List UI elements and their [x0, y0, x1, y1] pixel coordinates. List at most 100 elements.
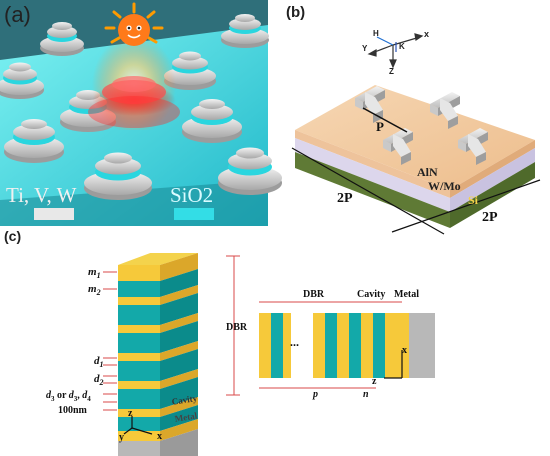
panel-a [0, 0, 282, 226]
column-layer-front [118, 325, 160, 333]
si-side-right [450, 162, 535, 228]
cross-layer [373, 313, 385, 378]
axis-z-label: Z [389, 67, 394, 76]
cross-dbr-label: DBR [303, 289, 325, 300]
cross-x-label: x [402, 345, 407, 356]
cross-layer [291, 313, 313, 378]
axis-y-column: y [119, 432, 124, 443]
label-m2: m2 [88, 283, 101, 298]
cross-layer [259, 313, 271, 378]
cross-layer [283, 313, 291, 378]
panel-label-c: (c) [4, 228, 22, 244]
column-layer-front [118, 281, 160, 297]
label-d2: d2 [94, 373, 104, 388]
column-layer-front [118, 441, 160, 456]
dim-line-right [391, 179, 541, 233]
cross-ellipsis: ... [290, 335, 299, 349]
axes-triad [367, 33, 424, 69]
column-layer-side [160, 269, 198, 297]
label-m1: m1 [88, 266, 101, 281]
disc-stack [40, 22, 84, 56]
column-layer-front [118, 409, 160, 417]
disc-stack [84, 152, 152, 200]
legend-metal-swatch [34, 208, 74, 220]
axis-h-label: H [373, 29, 379, 38]
t-resonator [430, 92, 460, 129]
label-d3-d4: d3 or d3, d4 [46, 390, 91, 403]
axis-y-label: Y [362, 44, 368, 53]
column-layer-front [118, 333, 160, 353]
column-layer-side [160, 377, 198, 409]
disc-stack [218, 147, 282, 195]
wmo-side-right [450, 148, 535, 212]
column-layer-front [118, 417, 160, 431]
legend-sio2-swatch [174, 208, 214, 220]
panel-b [291, 33, 541, 235]
cross-layer [349, 313, 361, 378]
triad-x [131, 427, 153, 435]
disc-stack [0, 62, 44, 99]
axis-k-label: K [399, 42, 405, 51]
column-layer-front [118, 381, 160, 389]
axis-x-column: x [157, 431, 162, 442]
period-label: P [376, 119, 384, 134]
column-layer-side [160, 313, 198, 333]
dim-right-label: 2P [482, 210, 498, 225]
cross-layer [337, 313, 349, 378]
dim-line-left [291, 147, 445, 235]
cross-metal-label: Metal [394, 289, 419, 300]
cross-n-label: n [363, 389, 369, 400]
column-layer-side [160, 341, 198, 361]
disc-stack [182, 99, 242, 143]
column-layer-front [118, 389, 160, 409]
column-layer-front [118, 431, 160, 441]
t-resonator [458, 128, 488, 165]
column-layer-front [118, 265, 160, 281]
label-dbr-column: DBR [226, 322, 248, 333]
column-layer-side [160, 397, 198, 417]
layer-aln-label: AlN [417, 165, 438, 179]
cross-layer [409, 313, 435, 378]
period-line [362, 107, 408, 133]
cross-cavity-label: Cavity [357, 289, 386, 300]
cross-layer [313, 313, 325, 378]
wmo-side-left [295, 138, 450, 212]
label-d1: d1 [94, 355, 104, 370]
column-layer-side [160, 419, 198, 441]
label-thickness: 100nm [58, 405, 87, 416]
cross-z-label: z [372, 376, 377, 387]
dim-left-label: 2P [337, 191, 353, 206]
aln-top-face [295, 85, 535, 190]
disc-array [0, 14, 282, 200]
illuminated-disc [88, 30, 180, 130]
aln-side-right [450, 140, 535, 198]
cross-layer [271, 313, 283, 378]
column-layer-side [160, 349, 198, 381]
aln-side-left [295, 130, 450, 198]
layer-si-label: Si [468, 193, 479, 207]
legend-sio2-text: SiO2 [170, 183, 214, 207]
axis-x-label: x [424, 29, 430, 39]
disc-stack [164, 51, 216, 90]
column-top-face [118, 253, 198, 265]
legend-metal-text: Ti, V, W [6, 183, 77, 207]
disc-stack [221, 14, 269, 48]
cross-layer [385, 313, 409, 378]
column-layer-side [160, 293, 198, 325]
cross-layer [361, 313, 373, 378]
triad-y [123, 427, 133, 435]
column-layer-side [160, 321, 198, 353]
axis-z-column: z [128, 408, 133, 419]
cross-p-label: p [313, 389, 318, 400]
disc-stack [4, 119, 64, 163]
column-layer-side [160, 285, 198, 305]
panel-label-b: (b) [286, 4, 306, 21]
column-layer-side [160, 429, 198, 456]
cross-layer [325, 313, 337, 378]
panel-label-a: (a) [4, 2, 31, 27]
layer-wmo-label: W/Mo [428, 179, 461, 193]
column-layer-side [160, 369, 198, 389]
panel-c-column [103, 253, 240, 456]
sun-icon [104, 2, 164, 46]
